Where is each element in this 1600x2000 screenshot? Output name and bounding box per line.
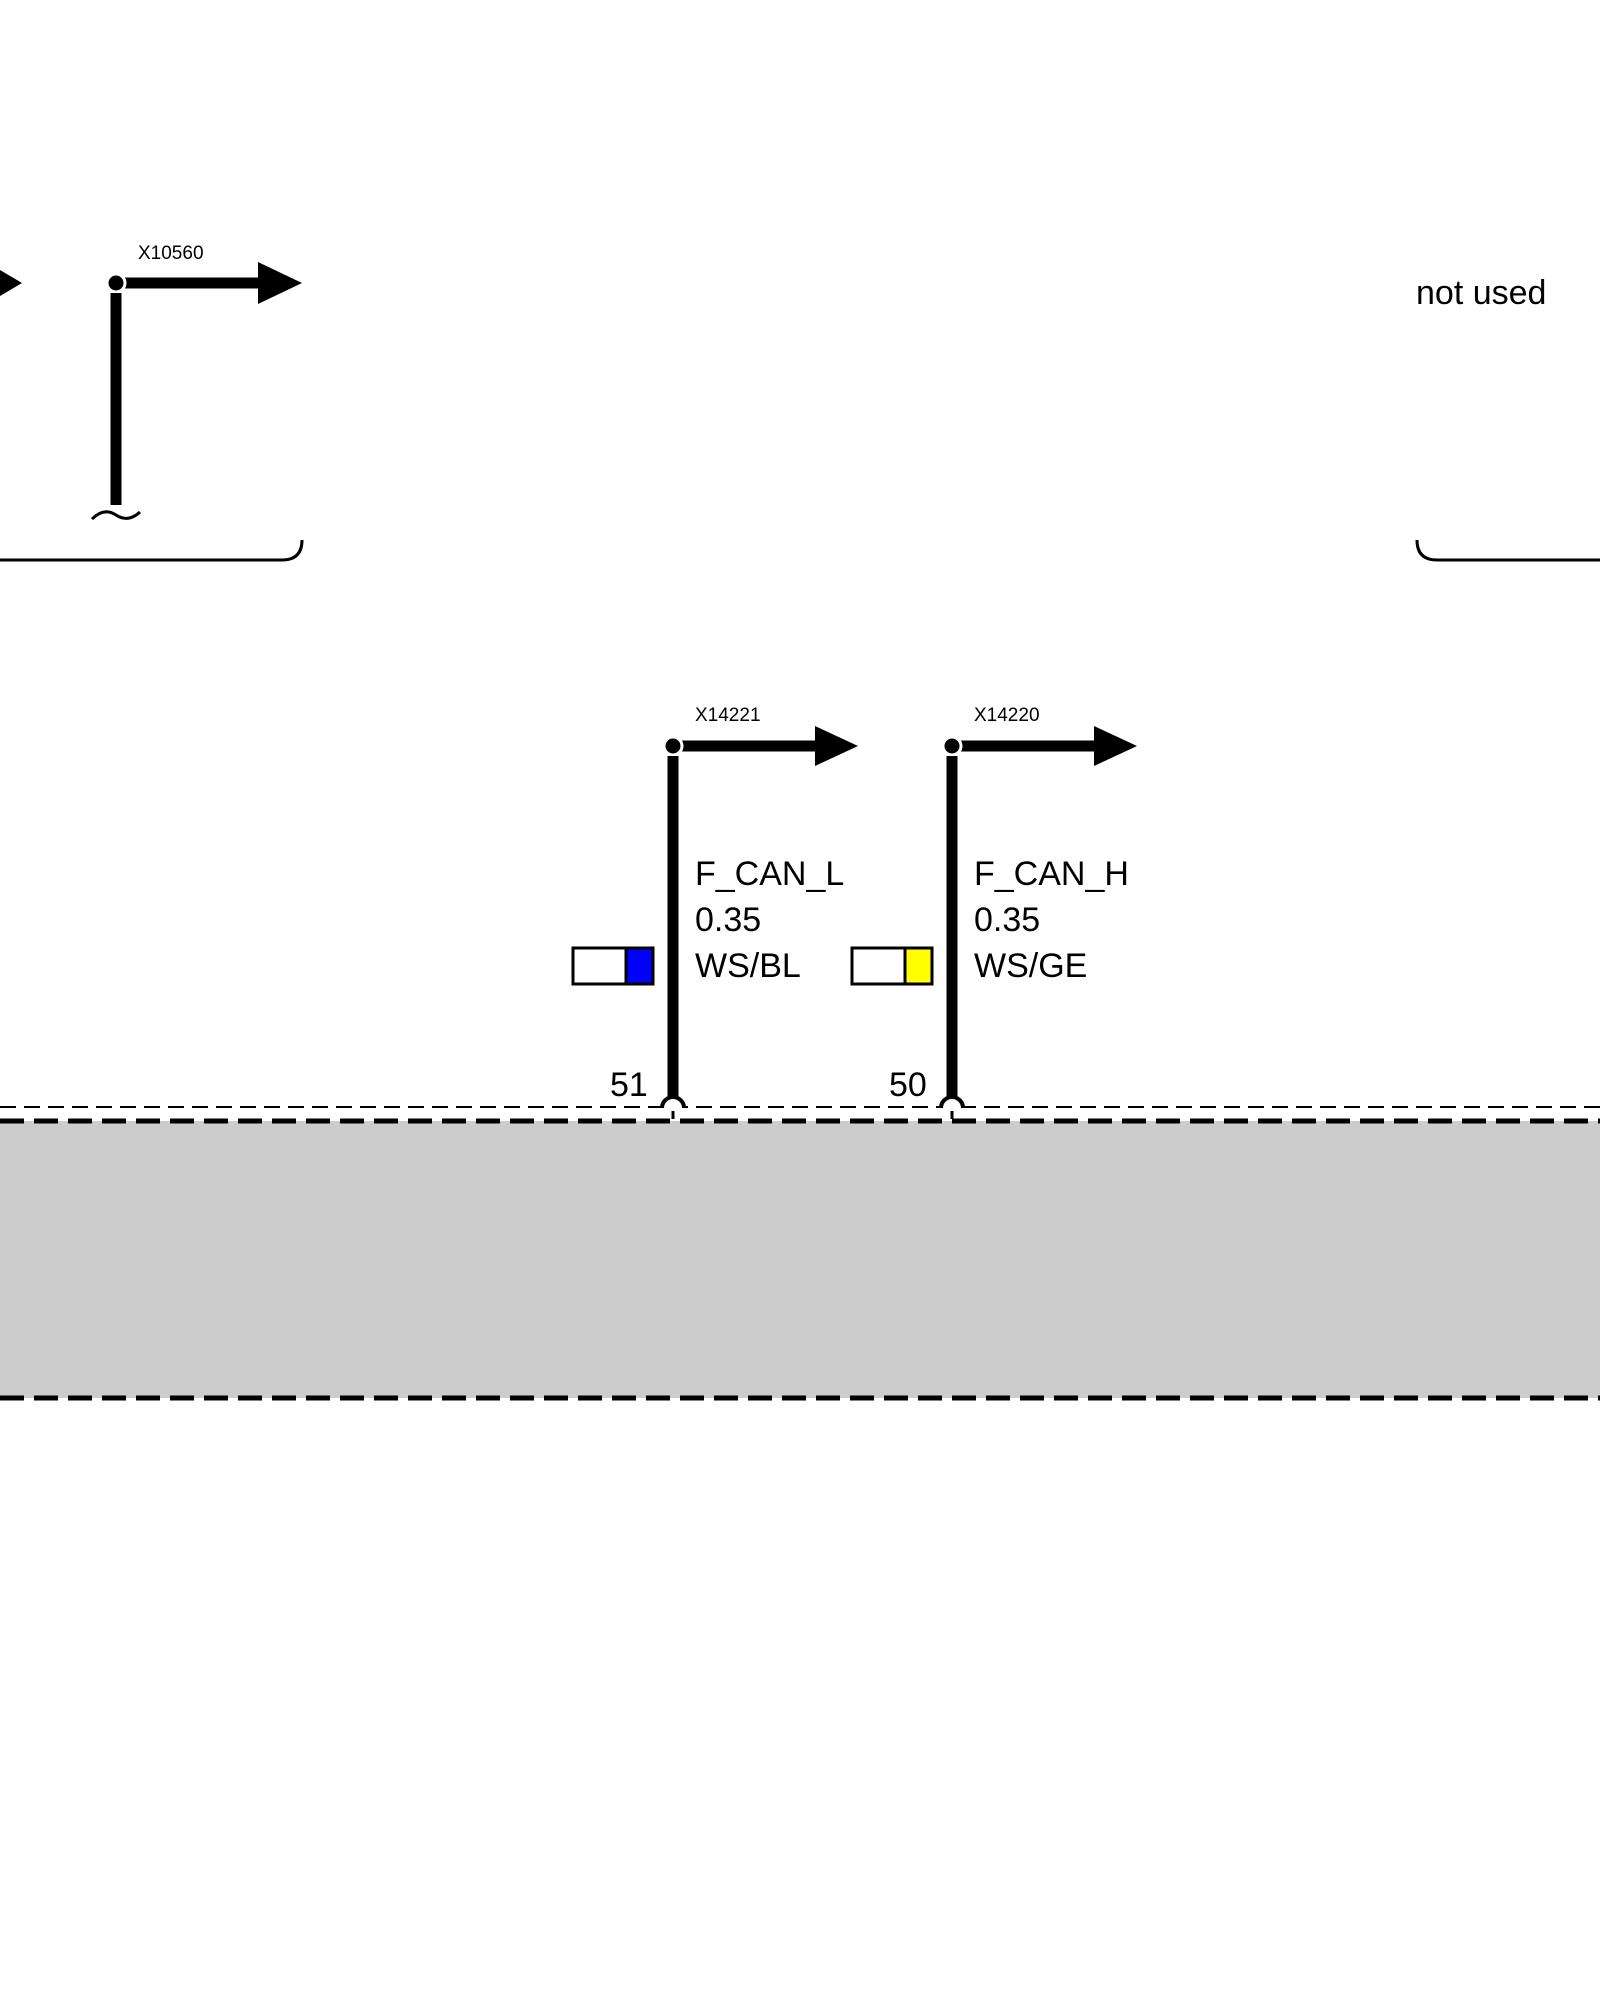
- swatch-base-color: [573, 948, 626, 984]
- swatch-stripe-color: [626, 948, 653, 984]
- wire-f-can-l: X14221 F_CAN_L 0.35 WS/BL 51: [571, 705, 858, 1119]
- wire-gauge: 0.35: [695, 901, 761, 939]
- wire-color-code: WS/BL: [695, 947, 801, 985]
- signal-name: F_CAN_H: [974, 855, 1129, 893]
- connector-label-x14220: X14220: [974, 705, 1040, 726]
- junction-dot: [105, 272, 127, 294]
- connector-label-x10560: X10560: [138, 243, 204, 264]
- signal-name: F_CAN_L: [695, 855, 844, 893]
- component-bracket-left: [0, 539, 304, 562]
- wire-color-code: WS/GE: [974, 947, 1087, 985]
- module-body: [0, 1121, 1600, 1398]
- swatch-base-color: [852, 948, 905, 984]
- connector-label-x14221: X14221: [695, 705, 761, 726]
- connector-x10560: X10560: [90, 243, 302, 521]
- wire-break-icon: [90, 510, 142, 521]
- wire-f-can-h: X14220 F_CAN_H 0.35 WS/GE 50: [850, 705, 1137, 1119]
- arrow-head-icon: [815, 726, 858, 766]
- not-used-note: not used: [1416, 274, 1546, 312]
- pin-number: 50: [889, 1066, 927, 1104]
- junction-dot: [662, 735, 684, 757]
- wire-color-swatch: [850, 946, 934, 986]
- arrow-head-icon: [1094, 726, 1137, 766]
- wire-gauge: 0.35: [974, 901, 1040, 939]
- pin-terminal-icon: [939, 1095, 965, 1109]
- swatch-stripe-color: [905, 948, 932, 984]
- partial-arrow-head-icon: [0, 270, 22, 296]
- junction-dot: [941, 735, 963, 757]
- pin-number: 51: [610, 1066, 648, 1104]
- wire-color-swatch: [571, 946, 655, 986]
- pin-terminal-icon: [660, 1095, 686, 1109]
- arrow-head-icon: [258, 262, 302, 304]
- component-bracket-right: [1415, 539, 1600, 562]
